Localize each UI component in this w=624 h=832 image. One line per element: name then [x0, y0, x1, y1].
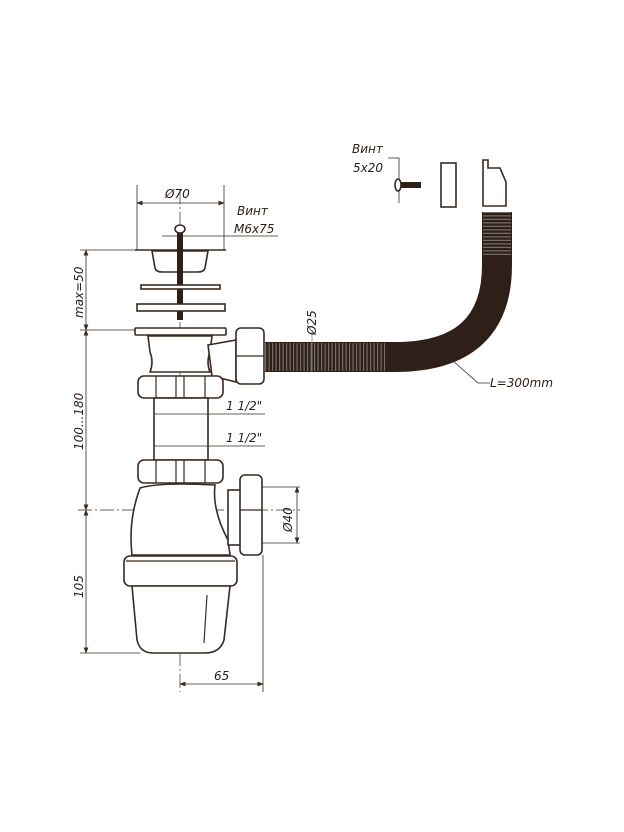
strainer-assembly: [134, 224, 227, 373]
overflow-gasket: [440, 162, 457, 208]
corrugated-hose: Ø25 L=300mm: [265, 212, 553, 390]
hose-connector: [207, 327, 265, 385]
hose-length-label: L=300mm: [490, 376, 553, 390]
max-height-label: max=50: [72, 266, 86, 318]
offset-65-dimension: 65: [179, 555, 264, 692]
screw-main-size: M6x75: [234, 222, 274, 236]
screw-small-size: 5x20: [353, 161, 383, 175]
screw-small-title: Винт: [352, 142, 384, 156]
screw-main-title: Винт: [237, 204, 269, 218]
diameter-40-dimension: Ø40: [262, 486, 300, 544]
height-dimensions: max=50 100...180 105: [72, 249, 140, 654]
offset-65-label: 65: [214, 669, 229, 683]
thread-1-label: 1 1/2": [226, 399, 262, 413]
thread-dimensions: 1 1/2" 1 1/2": [154, 399, 265, 447]
diameter-70-dimension: Ø70: [136, 185, 225, 250]
hose-diameter-label: Ø25: [305, 310, 319, 336]
diameter-70-label: Ø70: [164, 187, 190, 201]
thread-2-label: 1 1/2": [226, 431, 262, 445]
lower-nut: [137, 459, 224, 484]
overflow-cap: [482, 159, 507, 207]
upper-nut: [137, 375, 224, 399]
extension-pipe: [153, 397, 209, 461]
bottle-trap: [123, 474, 263, 654]
diameter-40-label: Ø40: [281, 507, 295, 533]
adjust-range-label: 100...180: [72, 392, 86, 450]
overflow-parts: Винт 5x20: [352, 142, 507, 208]
trap-height-label: 105: [72, 575, 86, 598]
